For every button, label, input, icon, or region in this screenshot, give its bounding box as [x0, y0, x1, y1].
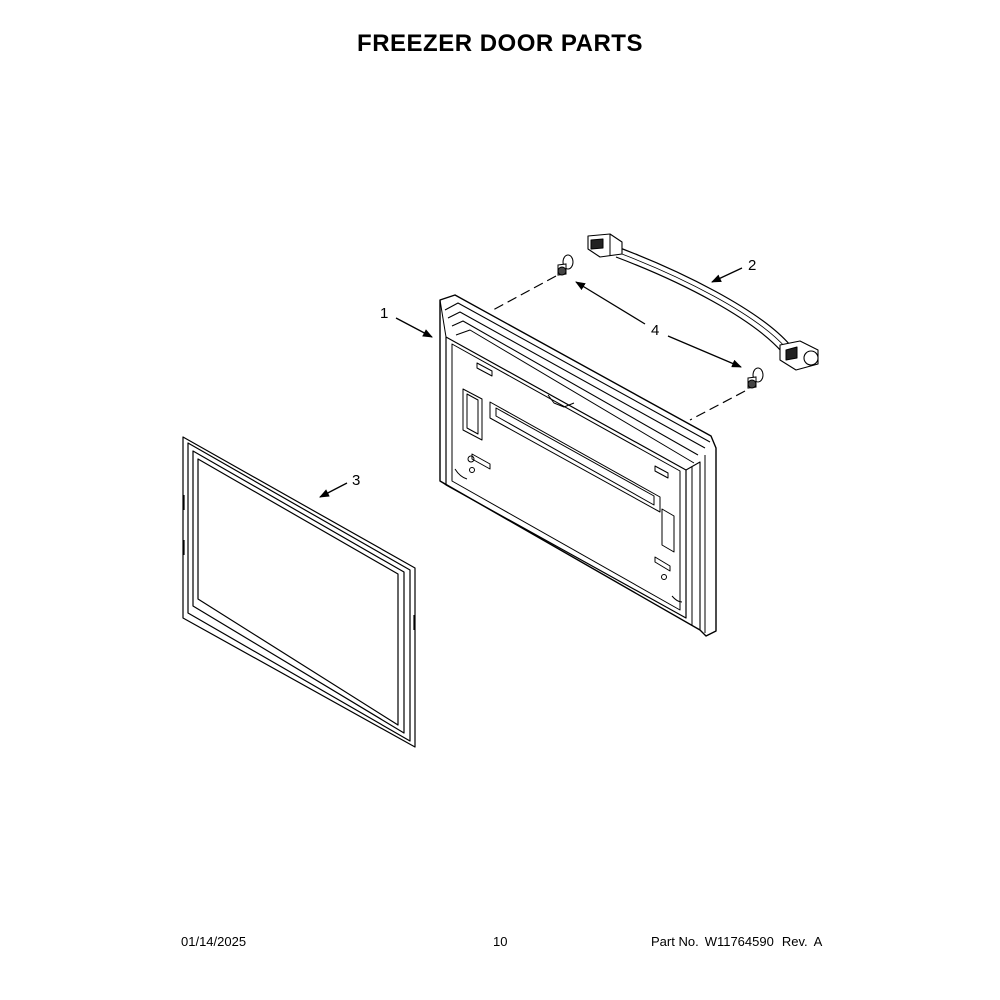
footer-part-info: Part No. W11764590 Rev. A — [651, 934, 822, 949]
part-number-value: W11764590 — [704, 934, 774, 949]
revision-label: Rev. — [781, 934, 808, 949]
callout-2: 2 — [748, 257, 756, 274]
leader-arrow-1 — [395, 317, 433, 338]
door-gasket — [182, 436, 416, 748]
leader-arrow-3 — [319, 482, 348, 498]
page-title: FREEZER DOOR PARTS — [357, 30, 643, 57]
leader-arrows — [319, 267, 743, 498]
door-handle — [587, 233, 819, 371]
footer-date: 01/14/2025 — [181, 934, 247, 949]
leader-arrow-2 — [711, 267, 743, 283]
part-number-label: Part No. — [651, 934, 699, 949]
callout-1: 1 — [380, 305, 388, 322]
freezer-door — [439, 294, 717, 637]
leader-arrow-4-upper — [575, 281, 646, 325]
leader-arrow-4-lower — [667, 335, 742, 368]
alignment-lines — [492, 275, 746, 421]
handle-mount-stud-upper — [557, 254, 574, 276]
revision-value: A — [813, 934, 823, 949]
handle-mount-stud-lower — [747, 367, 764, 389]
callout-3: 3 — [352, 472, 360, 489]
footer-page-number: 10 — [493, 934, 508, 949]
callout-4: 4 — [651, 322, 659, 339]
